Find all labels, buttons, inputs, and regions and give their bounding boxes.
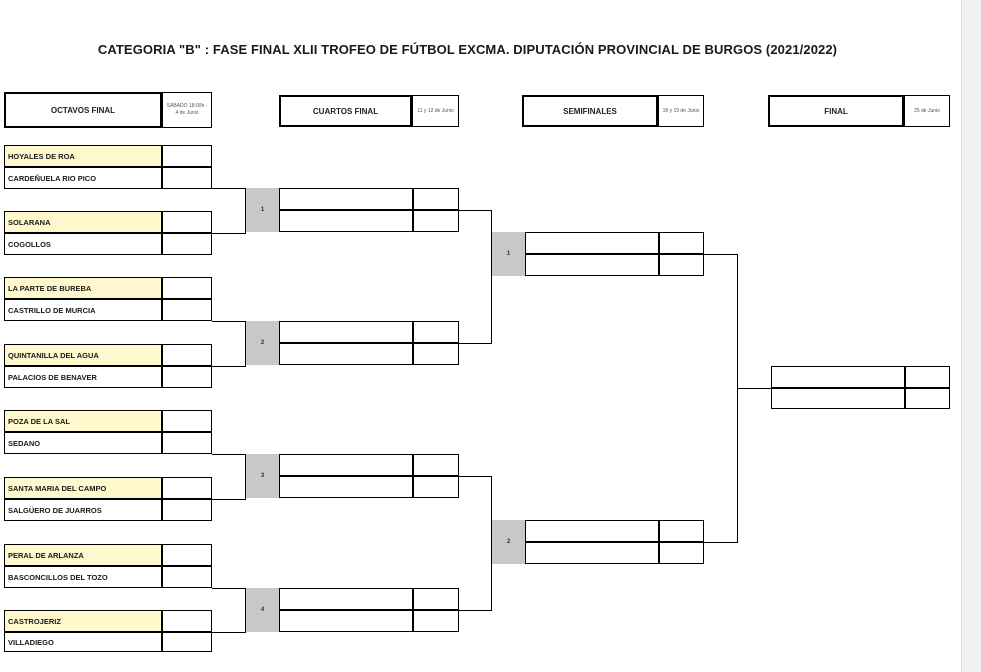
score-cell[interactable] [413,343,459,365]
spreadsheet-page: CATEGORIA "B" : FASE FINAL XLII TROFEO D… [4,42,950,652]
connector-line [459,610,492,611]
bracket-slot[interactable] [771,366,905,388]
team-row: SALGÜERO DE JUARROS [4,499,162,521]
connector-line [212,188,246,189]
score-cell[interactable] [413,210,459,232]
connector-line [245,321,246,367]
score-cell[interactable] [162,410,212,432]
bracket-slot[interactable] [279,610,413,632]
score-cell[interactable] [162,233,212,255]
header-final: FINAL [768,95,904,127]
connector-line [245,588,246,633]
team-row: CASTRILLO DE MURCIA [4,299,162,321]
connector-line [737,388,772,389]
bracket-slot[interactable] [279,454,413,476]
score-cell[interactable] [162,211,212,233]
bracket-slot[interactable] [525,232,659,254]
bracket-slot[interactable] [525,520,659,542]
header-final-date: 25 de Junio [904,95,950,127]
score-cell[interactable] [659,254,704,276]
score-cell[interactable] [659,520,704,542]
team-row: CARDEÑUELA RIO PICO [4,167,162,189]
score-cell[interactable] [162,477,212,499]
team-row: SOLARANA [4,211,162,233]
connector-line [245,188,246,234]
score-cell[interactable] [162,610,212,632]
team-row: HOYALES DE ROA [4,145,162,167]
score-cell[interactable] [659,542,704,564]
match-number-box: 1 [492,232,525,276]
header-semifinales: SEMIFINALES [522,95,658,127]
team-row: SEDANO [4,432,162,454]
connector-line [212,321,246,322]
bracket-slot[interactable] [279,476,413,498]
score-cell[interactable] [162,145,212,167]
score-cell[interactable] [162,432,212,454]
bracket-slot[interactable] [771,388,905,409]
page-title: CATEGORIA "B" : FASE FINAL XLII TROFEO D… [97,42,838,57]
match-number-box: 3 [246,454,279,498]
bracket-slot[interactable] [279,188,413,210]
header-octavos-date: SÁBADO 18:00h - 4 de Junio [162,92,212,128]
connector-line [212,499,246,500]
bracket-slot[interactable] [279,321,413,343]
score-cell[interactable] [162,299,212,321]
team-row: PERAL DE ARLANZA [4,544,162,566]
match-number-box: 1 [246,188,279,232]
score-cell[interactable] [905,388,950,409]
connector-line [212,366,246,367]
match-number-box: 4 [246,588,279,632]
score-cell[interactable] [162,277,212,299]
score-cell[interactable] [413,321,459,343]
team-row: BASCONCILLOS DEL TOZO [4,566,162,588]
header-cuartos-final: CUARTOS FINAL [279,95,412,127]
score-cell[interactable] [413,610,459,632]
connector-line [459,210,492,211]
bracket-slot[interactable] [525,254,659,276]
match-number-box: 2 [492,520,525,564]
right-panel [961,0,981,672]
score-cell[interactable] [905,366,950,388]
team-row: CASTROJERIZ [4,610,162,632]
connector-line [491,476,492,611]
team-row: PALACIOS DE BENAVER [4,366,162,388]
score-cell[interactable] [162,499,212,521]
score-cell[interactable] [413,188,459,210]
bracket-slot[interactable] [279,588,413,610]
connector-line [245,454,246,500]
connector-line [212,588,246,589]
connector-line [737,254,738,543]
connector-line [491,210,492,344]
team-row: VILLADIEGO [4,632,162,652]
header-semifinales-date: 18 y 19 de Junio [658,95,704,127]
connector-line [459,476,492,477]
score-cell[interactable] [659,232,704,254]
score-cell[interactable] [162,632,212,652]
score-cell[interactable] [162,366,212,388]
score-cell[interactable] [162,544,212,566]
connector-line [704,254,738,255]
match-number-box: 2 [246,321,279,365]
bracket-slot[interactable] [525,542,659,564]
bracket-slot[interactable] [279,343,413,365]
score-cell[interactable] [162,167,212,189]
connector-line [212,454,246,455]
header-octavos-final: OCTAVOS FINAL [4,92,162,128]
team-row: COGOLLOS [4,233,162,255]
score-cell[interactable] [413,588,459,610]
score-cell[interactable] [162,344,212,366]
team-row: POZA DE LA SAL [4,410,162,432]
connector-line [704,542,738,543]
connector-line [459,343,492,344]
bracket-slot[interactable] [279,210,413,232]
header-cuartos-date: 11 y 12 de Junio [412,95,459,127]
team-row: SANTA MARIA DEL CAMPO [4,477,162,499]
score-cell[interactable] [162,566,212,588]
team-row: QUINTANILLA DEL AGUA [4,344,162,366]
score-cell[interactable] [413,476,459,498]
connector-line [212,233,246,234]
connector-line [212,632,246,633]
score-cell[interactable] [413,454,459,476]
team-row: LA PARTE DE BUREBA [4,277,162,299]
